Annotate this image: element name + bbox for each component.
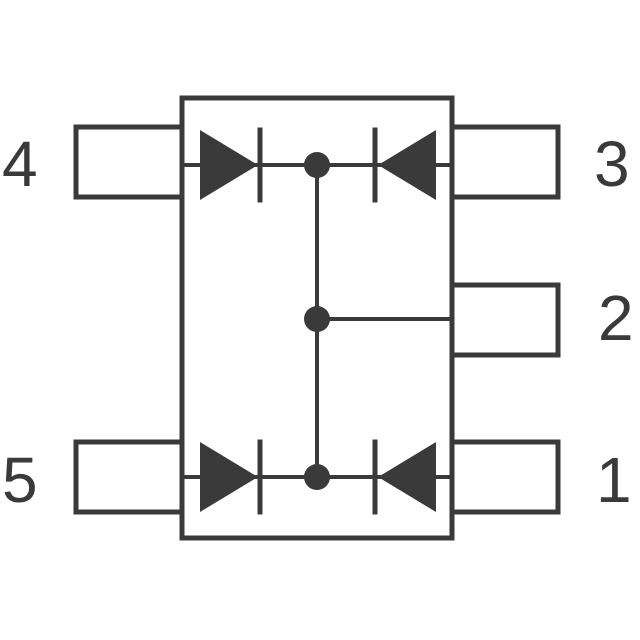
pin-5-label: 5 xyxy=(2,444,38,516)
pin-2-label: 2 xyxy=(598,282,634,354)
junction-bottom-dot xyxy=(304,464,330,490)
diode-top-right-triangle xyxy=(378,130,436,200)
diode-bottom-left-triangle xyxy=(200,442,258,512)
pin-4-pad xyxy=(73,124,185,200)
junction-top-dot xyxy=(304,152,330,178)
pin-5-pad xyxy=(73,439,185,515)
pin-4-label: 4 xyxy=(2,128,38,200)
pin-1-pad xyxy=(449,439,561,515)
pin-3-label: 3 xyxy=(594,128,630,200)
pin-1-label: 1 xyxy=(596,444,632,516)
diode-top-left-triangle xyxy=(200,130,258,200)
junction-middle-dot xyxy=(304,306,330,332)
diode-bottom-right-triangle xyxy=(378,442,436,512)
pin-3-pad xyxy=(449,124,561,200)
pin-2-pad xyxy=(449,282,561,358)
